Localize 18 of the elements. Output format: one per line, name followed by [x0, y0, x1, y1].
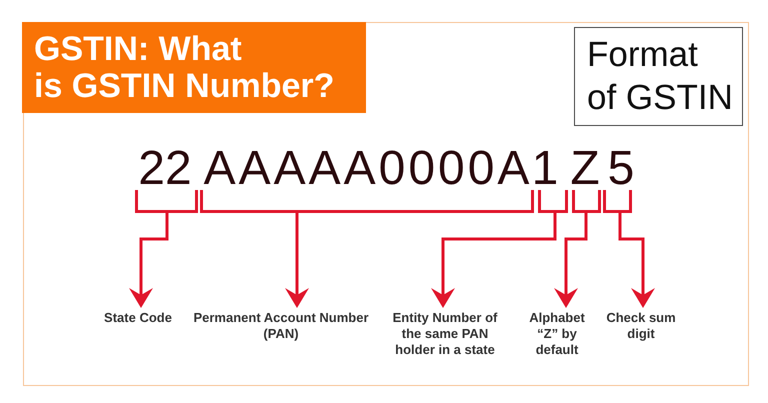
field-caption: Alphabet “Z” by default — [529, 310, 585, 358]
field-caption: Permanent Account Number (PAN) — [193, 310, 369, 342]
code-part-label: 22 — [138, 151, 192, 187]
code-part-label: 1 — [532, 151, 558, 187]
field-caption: Entity Number of the same PAN holder in a state — [392, 310, 498, 358]
field-caption: State Code — [104, 310, 172, 326]
arrow — [285, 212, 309, 308]
subtitle-box — [574, 27, 743, 126]
code-part-label: 5 — [608, 151, 634, 187]
arrow — [129, 212, 168, 308]
code-part-label: AAAAA0000A — [204, 151, 532, 187]
subtitle-text: Format of GSTIN — [587, 34, 733, 119]
code-part-label: Z — [570, 151, 600, 187]
field-caption: Check sum digit — [606, 310, 676, 342]
title: GSTIN: What is GSTIN Number? — [34, 31, 334, 105]
arrow — [431, 212, 556, 308]
arrow — [554, 212, 588, 308]
arrow — [618, 212, 655, 308]
